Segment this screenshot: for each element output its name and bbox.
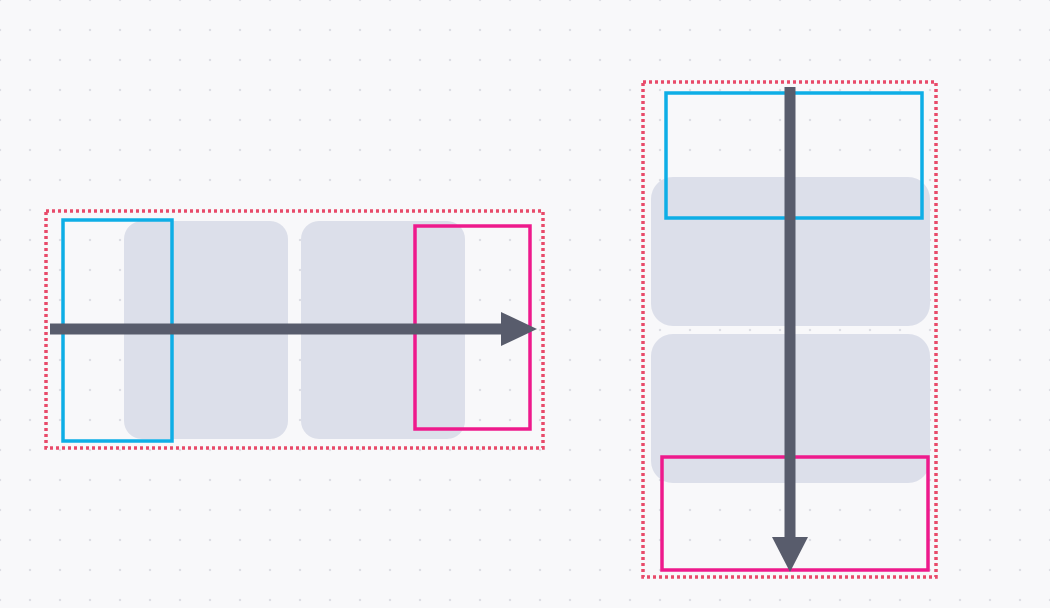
horizontal-viewport-border — [44, 209, 545, 450]
vertical-example — [641, 80, 938, 579]
vertical-viewport-border — [641, 80, 938, 579]
vertical-scroll-arrowhead-icon — [772, 537, 808, 572]
horizontal-example — [44, 209, 545, 450]
horizontal-scroll-arrowhead-icon — [501, 312, 537, 346]
